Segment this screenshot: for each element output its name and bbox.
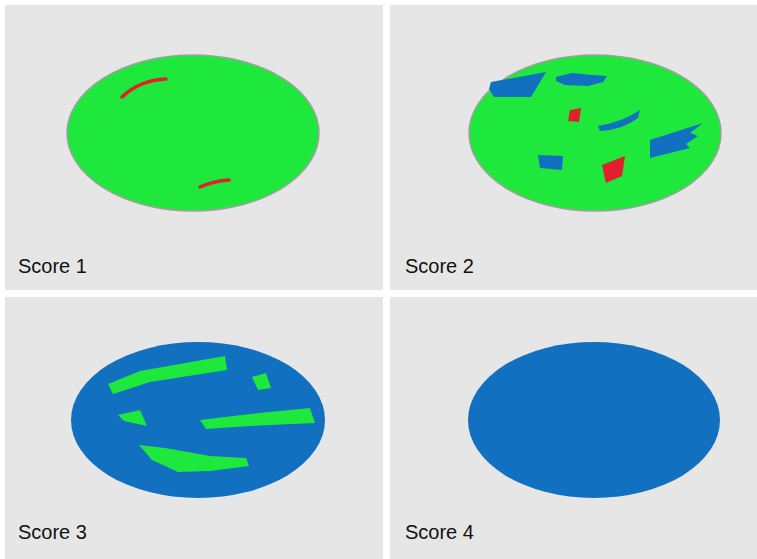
score-label: Score 3	[18, 521, 87, 543]
panel-ground	[390, 297, 757, 559]
score-label: Score 1	[18, 255, 87, 277]
red-arc	[122, 79, 166, 97]
blue-patches	[489, 72, 703, 170]
blue-ellipse	[468, 342, 720, 498]
score-panel: Score 2	[390, 5, 757, 290]
blue-ellipse	[71, 342, 325, 498]
green-patches	[108, 356, 315, 472]
panel-ground	[390, 5, 757, 290]
score-panel: Score 4	[390, 297, 757, 559]
red-arc	[200, 180, 229, 187]
panel-ground	[5, 5, 383, 290]
score-panel: Score 1	[5, 5, 383, 290]
red-patches	[568, 108, 625, 183]
score-label: Score 4	[405, 521, 474, 543]
green-ellipse	[469, 55, 721, 211]
score-label: Score 2	[405, 255, 474, 277]
panel-ground	[5, 297, 383, 559]
score-panel: Score 3	[5, 297, 383, 559]
green-ellipse	[67, 55, 319, 211]
